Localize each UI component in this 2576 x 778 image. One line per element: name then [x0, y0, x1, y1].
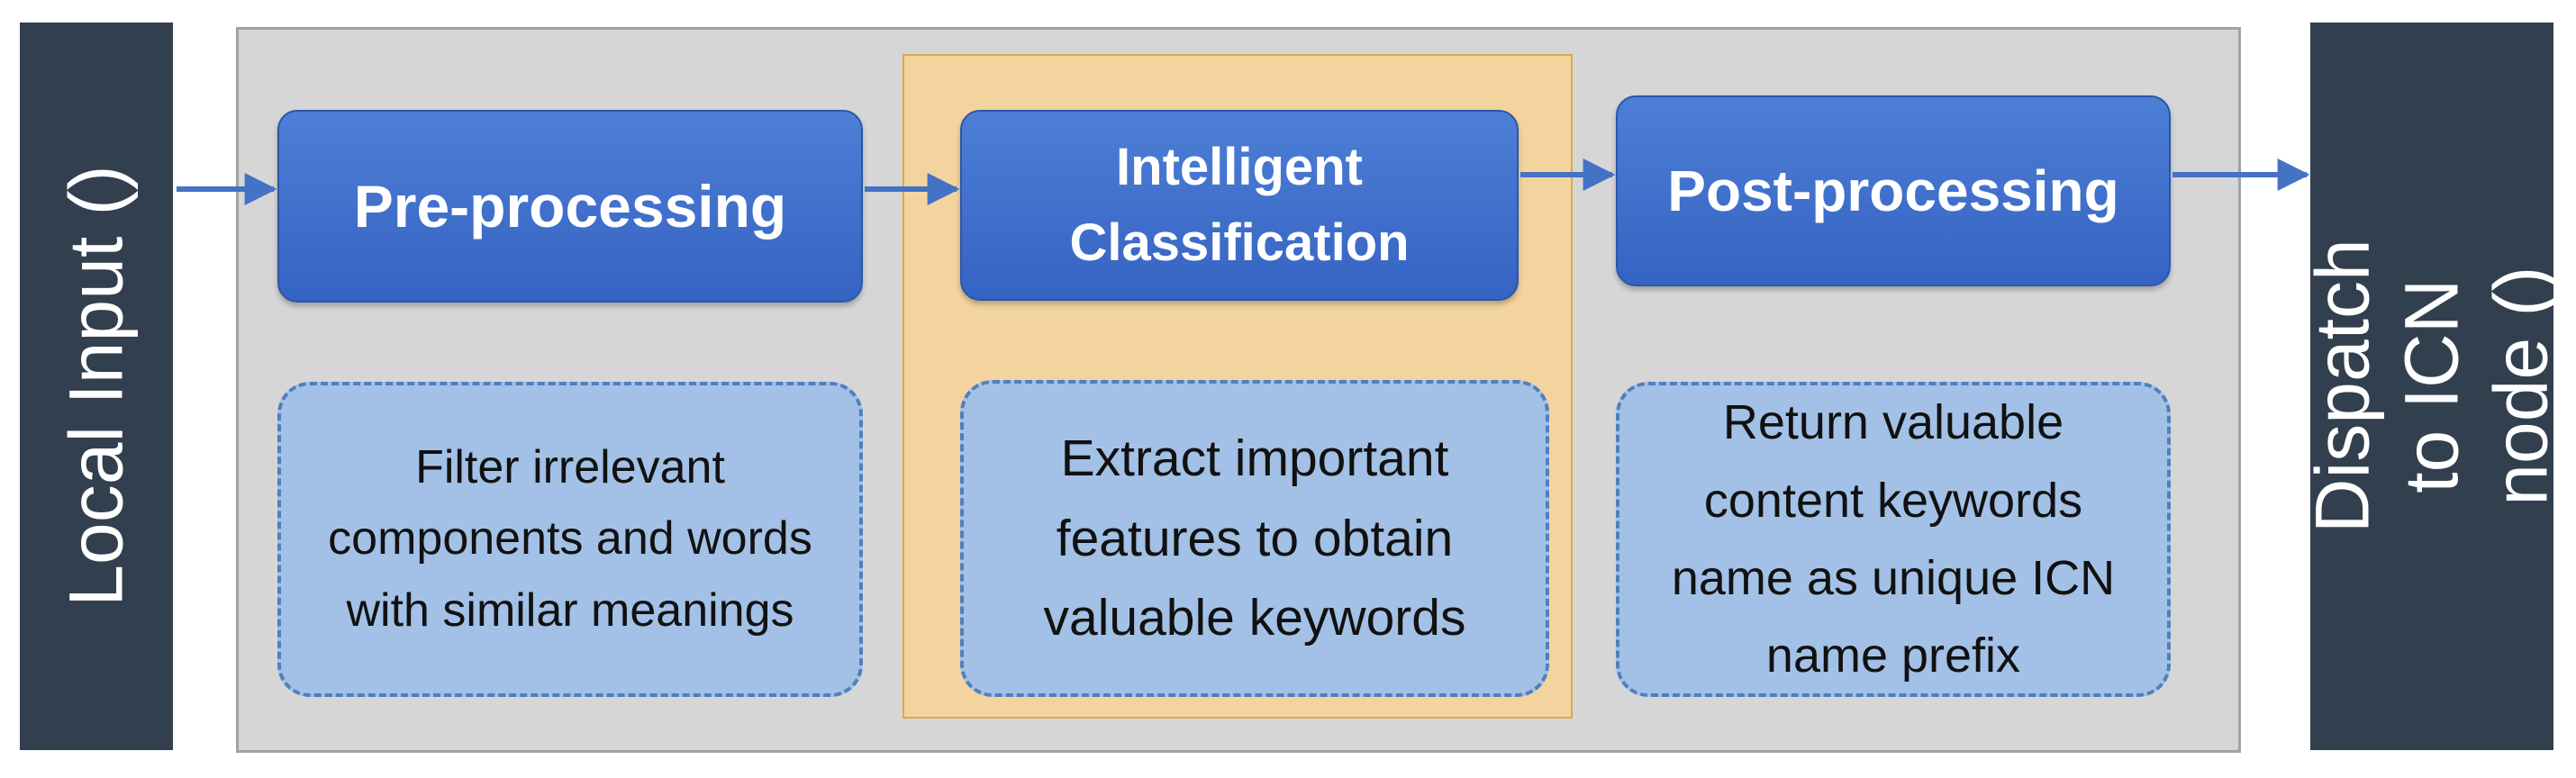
intelligent-classification-stage: Intelligent Classification [960, 110, 1519, 301]
dispatch-block: Dispatch to ICN node () [2299, 23, 2563, 750]
post-processing-stage: Post-processing [1616, 95, 2171, 286]
intelligent-classification-description: Extract important features to obtain val… [960, 380, 1549, 697]
post-processing-description: Return valuable content keywords name as… [1616, 382, 2171, 697]
pre-processing-stage: Pre-processing [277, 110, 863, 303]
pre-processing-description: Filter irrelevant components and words w… [277, 382, 863, 697]
local-input-block: Local Input () [20, 23, 173, 750]
